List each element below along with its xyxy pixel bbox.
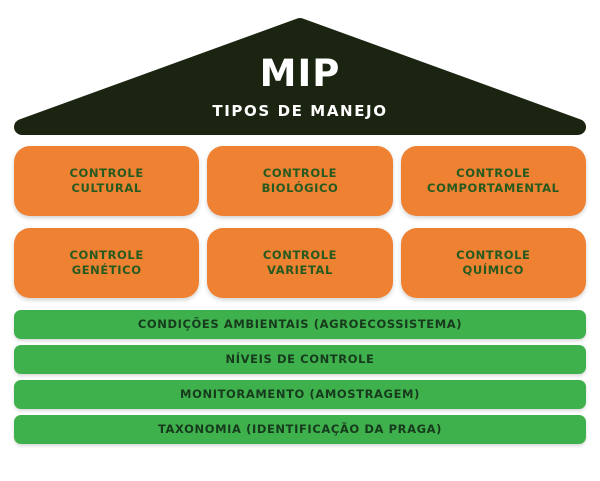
card-label: CONTROLE COMPORTAMENTAL: [427, 166, 560, 195]
bar-label: CONDIÇÕES AMBIENTAIS (AGROECOSSISTEMA): [137, 316, 463, 331]
roof-subtitle: TIPOS DE MANEJO: [212, 102, 388, 120]
bar-label: TAXONOMIA (IDENTIFICAÇÃO DA PRAGA): [157, 421, 443, 436]
management-type-grid: CONTROLE CULTURAL CONTROLE BIOLÓGICO CON…: [14, 146, 586, 298]
card-controle-biologico: CONTROLE BIOLÓGICO: [207, 146, 393, 216]
card-label: CONTROLE CULTURAL: [69, 166, 144, 195]
roof-triangle: [14, 18, 586, 135]
card-label: CONTROLE VARIETAL: [262, 248, 338, 277]
card-controle-genetico: CONTROLE GENÉTICO: [14, 228, 200, 298]
bar-condicoes-ambientais: CONDIÇÕES AMBIENTAIS (AGROECOSSISTEMA): [14, 310, 586, 339]
card-controle-varietal: CONTROLE VARIETAL: [207, 228, 393, 298]
bar-label: MONITORAMENTO (AMOSTRAGEM): [180, 386, 420, 401]
card-controle-comportamental: CONTROLE COMPORTAMENTAL: [400, 146, 586, 216]
bar-niveis-de-controle: NÍVEIS DE CONTROLE: [14, 345, 586, 374]
bar-taxonomia: TAXONOMIA (IDENTIFICAÇÃO DA PRAGA): [14, 415, 586, 444]
bar-label: NÍVEIS DE CONTROLE: [225, 351, 375, 366]
bar-monitoramento: MONITORAMENTO (AMOSTRAGEM): [14, 380, 586, 409]
foundation-bars: CONDIÇÕES AMBIENTAIS (AGROECOSSISTEMA) N…: [14, 310, 586, 444]
card-controle-quimico: CONTROLE QUÍMICO: [400, 228, 586, 298]
card-controle-cultural: CONTROLE CULTURAL: [14, 146, 200, 216]
roof-title: MIP: [259, 52, 341, 95]
card-label: CONTROLE GENÉTICO: [69, 248, 144, 277]
card-label: CONTROLE BIOLÓGICO: [261, 166, 339, 195]
card-label: CONTROLE QUÍMICO: [456, 248, 531, 277]
